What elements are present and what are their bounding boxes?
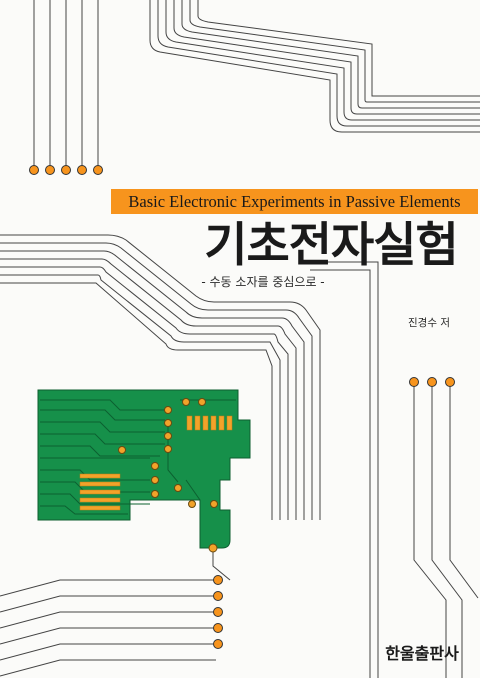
pcb-board xyxy=(37,389,251,553)
book-title: 기초전자실험 xyxy=(204,218,458,273)
english-title-band: Basic Electronic Experiments in Passive … xyxy=(111,189,478,214)
author: 진경수 저 xyxy=(408,317,450,329)
english-title: Basic Electronic Experiments in Passive … xyxy=(128,191,461,211)
publisher: 한울출판사 xyxy=(385,644,459,663)
book-subtitle: - 수동 소자를 중심으로 - xyxy=(201,275,325,289)
